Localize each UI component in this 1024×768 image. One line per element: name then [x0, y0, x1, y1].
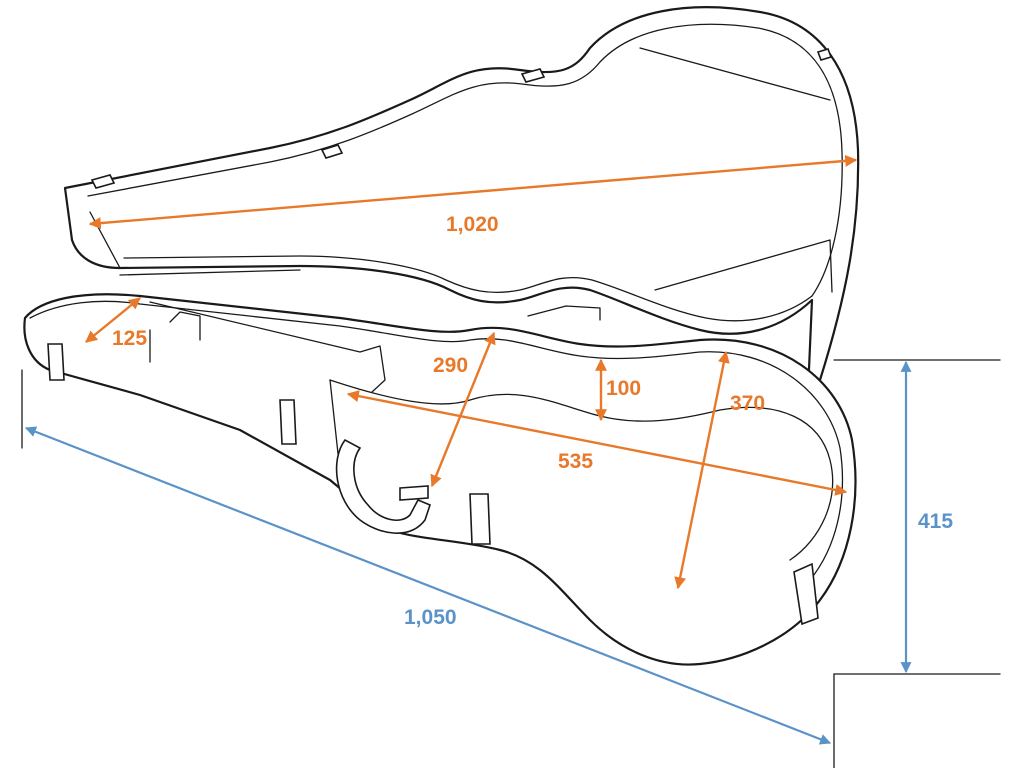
depth-label: 100	[606, 377, 641, 400]
outer-dimensions	[24, 360, 912, 745]
neck-width-label: 125	[112, 327, 147, 350]
lid-length-label: 1,020	[446, 213, 499, 236]
dimension-labels: 1,020 125 290 100 370 535 1,050 415	[112, 213, 953, 629]
reference-lines	[21, 359, 1001, 768]
waist-width-label: 290	[433, 354, 468, 377]
lower-bout-width-label: 370	[730, 392, 765, 415]
outer-height-label: 415	[918, 510, 953, 533]
outer-length-arrow	[24, 426, 832, 745]
outer-length-label: 1,050	[404, 606, 457, 629]
lid-length-arrow	[88, 154, 858, 230]
body-length-label: 535	[558, 450, 593, 473]
neck-width-arrow	[85, 297, 141, 343]
